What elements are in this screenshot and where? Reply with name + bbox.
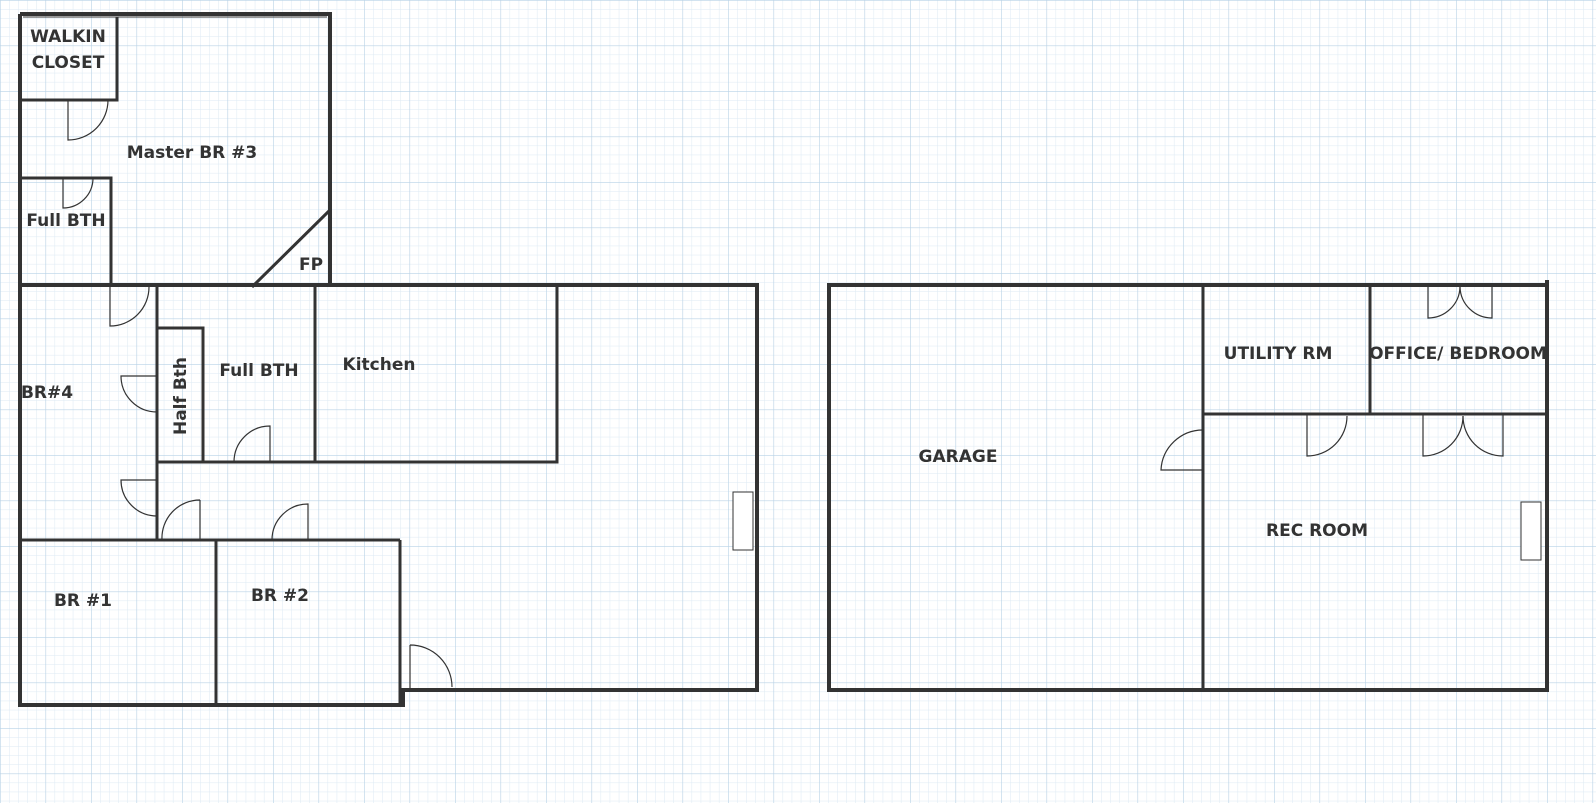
- panel-left: [732, 491, 754, 551]
- walkin-closet-label-2: CLOSET: [32, 53, 105, 73]
- rec-room-label: REC ROOM: [1266, 521, 1368, 541]
- br4-label: BR#4: [21, 383, 73, 403]
- utility-rm-label: UTILITY RM: [1224, 344, 1333, 364]
- half-bth-label: Half Bth: [171, 357, 191, 435]
- fp-label: FP: [299, 255, 323, 275]
- kitchen-label: Kitchen: [343, 355, 416, 375]
- door-swings-right: [1160, 286, 1504, 471]
- master-br-label: Master BR #3: [127, 143, 258, 163]
- walkin-closet-label-1: WALKIN: [30, 27, 106, 47]
- br2-label: BR #2: [251, 586, 309, 606]
- br1-label: BR #1: [54, 591, 112, 611]
- door-swings-left: [62, 99, 453, 690]
- full-bth-upper-label: Full BTH: [26, 211, 105, 231]
- garage-label: GARAGE: [919, 447, 998, 467]
- full-bth-center-label: Full BTH: [219, 361, 298, 381]
- panel-right: [1520, 501, 1542, 561]
- office-bedroom-label: OFFICE/ BEDROOM: [1369, 344, 1547, 364]
- house-plan-right: [827, 280, 1549, 692]
- house-plan-left: [18, 12, 759, 707]
